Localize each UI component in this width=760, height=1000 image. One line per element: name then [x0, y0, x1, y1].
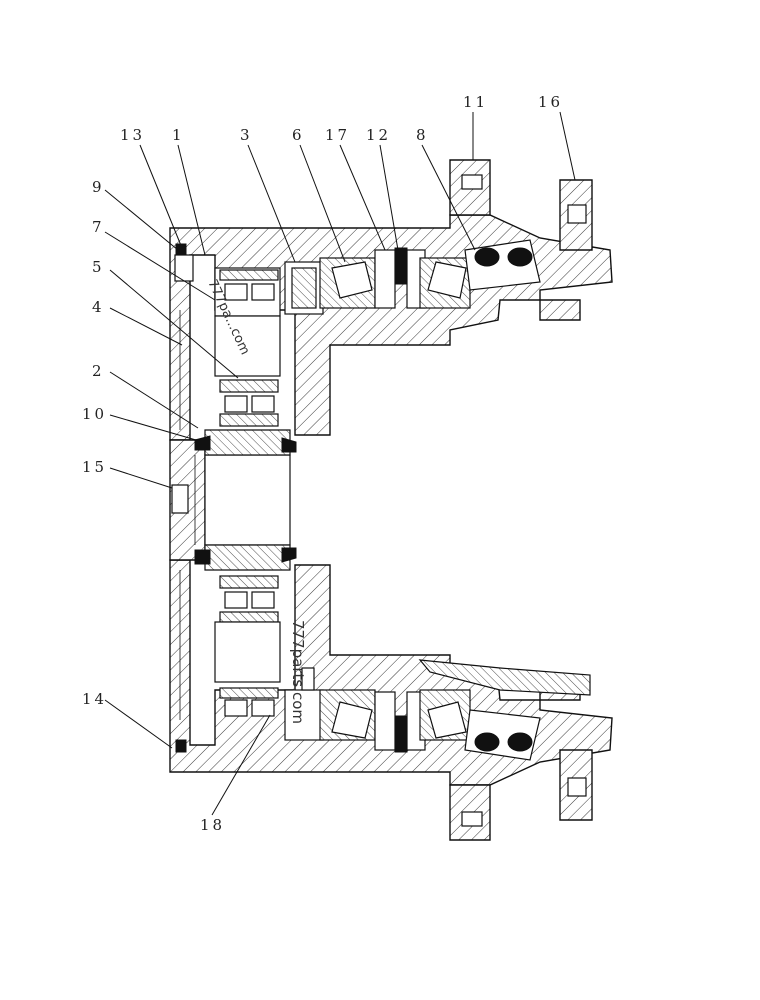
callout-7: 7 [92, 218, 105, 236]
callout-18: 18 [200, 816, 225, 834]
leader-10 [109, 414, 197, 441]
callout-11: 11 [463, 93, 488, 111]
leader-6 [299, 144, 346, 263]
callout-5: 5 [92, 258, 105, 276]
floating-seals [418, 239, 591, 761]
planet-gears [214, 267, 281, 717]
leader-5 [109, 269, 239, 379]
callout-15: 15 [82, 458, 107, 476]
cover-fasteners [174, 243, 315, 753]
callout-12: 12 [366, 126, 391, 144]
callout-13: 13 [120, 126, 145, 144]
spindle [194, 429, 297, 571]
callout-17: 17 [325, 126, 350, 144]
callout-10: 10 [82, 405, 107, 423]
leader-13 [139, 144, 183, 249]
leader-lines [104, 111, 576, 816]
carrier-plate [284, 261, 324, 741]
leader-3 [247, 144, 296, 263]
callout-labels: 11 16 13 1 3 6 17 12 8 9 7 5 4 2 10 15 1… [82, 93, 563, 834]
watermark-large: 777parts.com [289, 620, 307, 724]
callout-4: 4 [92, 298, 105, 316]
callout-9: 9 [92, 178, 105, 196]
callout-1: 1 [172, 126, 185, 144]
callout-14: 14 [82, 690, 107, 708]
tapered-bearings-top [319, 247, 471, 309]
callout-6: 6 [292, 126, 305, 144]
tapered-bearings-bottom [319, 689, 471, 753]
leader-15 [109, 467, 173, 489]
callout-16: 16 [538, 93, 563, 111]
leader-14 [104, 699, 173, 749]
leader-7 [104, 231, 216, 301]
leader-18 [211, 714, 271, 816]
callout-3: 3 [240, 126, 253, 144]
leader-12 [379, 144, 399, 251]
leader-4 [109, 307, 183, 346]
leader-9 [104, 189, 179, 251]
callout-8: 8 [416, 126, 429, 144]
callout-2: 2 [92, 362, 105, 380]
leader-1 [177, 144, 206, 256]
leader-2 [109, 371, 199, 429]
leader-8 [421, 144, 476, 251]
leader-16 [559, 111, 576, 181]
leader-17 [339, 144, 386, 251]
